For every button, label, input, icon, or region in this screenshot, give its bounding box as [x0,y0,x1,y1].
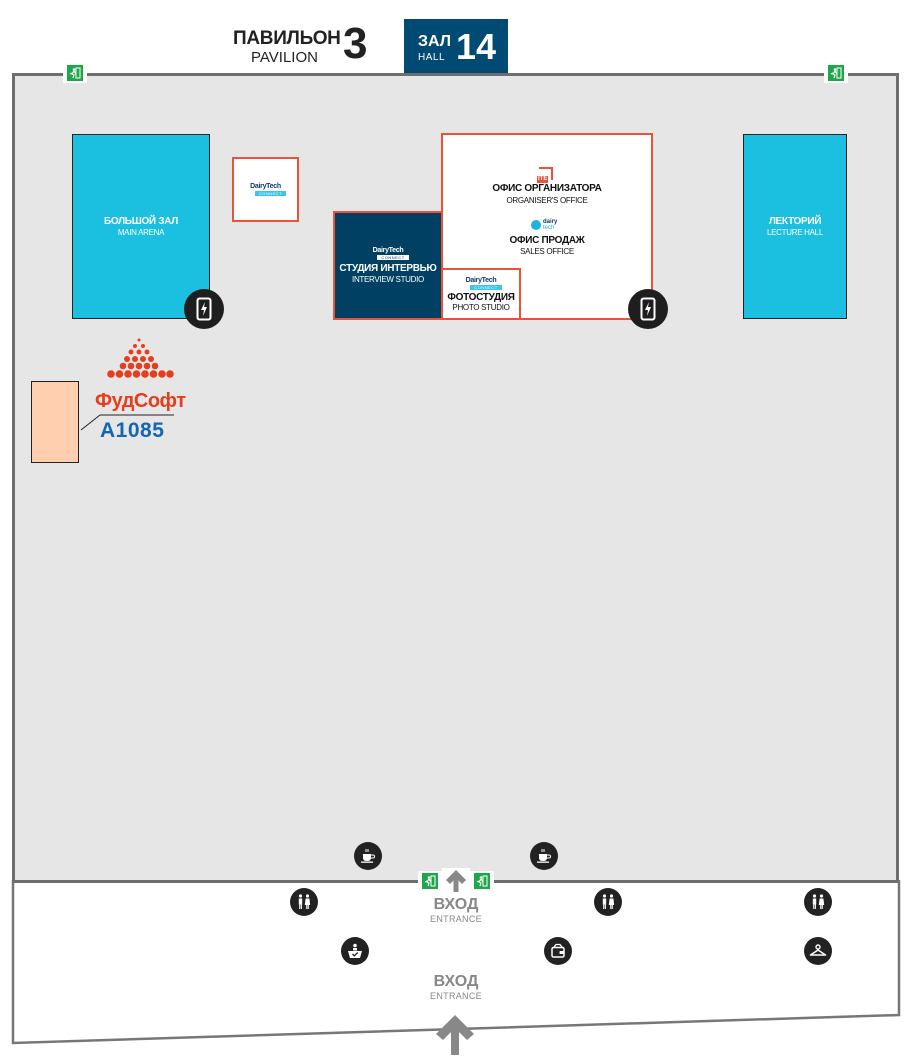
emergency-exit-icon [470,871,494,891]
exhibitor-brand: ФудСофт [95,390,186,412]
dairytech-booth[interactable]: DairyTech CONNECT [232,157,299,222]
dairytech-logo-subtitle: CONNECT [470,284,502,290]
pavilion-label-ru: ПАВИЛЬОН [233,28,341,49]
ite-logo: ITE [537,167,553,183]
toilet-icon [804,888,832,916]
lecture-hall-ru: ЛЕКТОРИЙ [768,216,822,227]
booth-number[interactable]: A1085 [100,419,165,442]
interview-studio[interactable]: DairyTech CONNECT СТУДИЯ ИНТЕРВЬЮ INTERV… [333,211,443,320]
sales-logo-top: dairy [543,219,558,225]
dairytech-logo-title: DairyTech [465,276,497,284]
emergency-exit-icon [63,63,87,83]
coffee-cup-icon [354,842,382,870]
hall-label-en: HALL [418,52,446,63]
interview-studio-en: INTERVIEW STUDIO [352,275,424,284]
hall-number: 14 [456,26,497,67]
wallet-icon [544,937,572,965]
dairytech-logo-title: DairyTech [250,183,281,190]
emergency-exit-icon [418,871,442,891]
entrance-inner[interactable]: ВХОД ENTRANCE [400,896,512,924]
phone-charging-icon [184,289,224,329]
lecture-hall-en: LECTURE HALL [767,228,823,237]
dairytech-logo-subtitle: CONNECT [254,191,287,196]
emergency-exit-icon [824,63,848,83]
organiser-office-ru: ОФИС ОРГАНИЗАТОРА [492,183,602,194]
entrance-en: ENTRANCE [430,991,482,1001]
entrance-arrow-icon [434,1014,476,1061]
photo-studio[interactable]: DairyTech CONNECT ФОТОСТУДИЯ PHOTO STUDI… [441,268,521,320]
main-arena[interactable]: БОЛЬШОЙ ЗАЛ MAIN ARENA [72,134,210,319]
entrance-en: ENTRANCE [430,914,482,924]
organiser-office-en: ORGANISER'S OFFICE [506,196,588,205]
dairytech-sales-logo: dairy tech [531,219,557,231]
sales-logo-bottom: tech [543,225,555,231]
photo-studio-ru: ФОТОСТУДИЯ [447,291,515,303]
main-arena-en: MAIN ARENA [117,228,165,237]
dairytech-logo: DairyTech CONNECT [460,276,502,290]
entrance-outer[interactable]: ВХОД ENTRANCE [400,973,512,1001]
sales-office-en: SALES OFFICE [520,247,574,256]
pavilion-number: 3 [343,19,368,68]
toilet-icon [594,888,622,916]
hanger-icon [804,937,832,965]
dairytech-logo: DairyTech CONNECT [245,183,287,196]
ite-logo-text: ITE [537,176,549,183]
registration-desk-icon [341,937,369,965]
entrance-arrow-icon [442,868,470,894]
dairytech-logo-subtitle: CONNECT [377,255,409,260]
lecture-hall[interactable]: ЛЕКТОРИЙ LECTURE HALL [743,134,847,319]
dairytech-logo: DairyTech CONNECT [367,247,409,260]
dairytech-logo-title: DairyTech [372,247,404,254]
main-arena-ru: БОЛЬШОЙ ЗАЛ [103,216,179,227]
interview-studio-ru: СТУДИЯ ИНТЕРВЬЮ [339,263,437,274]
exhibitor-booth[interactable] [31,381,79,463]
coffee-cup-icon [530,842,558,870]
entrance-ru: ВХОД [433,973,479,990]
foodsoft-logo-dots [80,338,174,431]
entrance-ru: ВХОД [433,896,479,913]
pavilion-label-en: PAVILION [251,49,318,66]
hall-badge [404,19,508,73]
hall-label-ru: ЗАЛ [418,33,451,50]
sales-office-ru: ОФИС ПРОДАЖ [509,235,585,246]
phone-charging-icon [628,289,668,329]
photo-studio-en: PHOTO STUDIO [452,302,510,312]
toilet-icon [290,888,318,916]
